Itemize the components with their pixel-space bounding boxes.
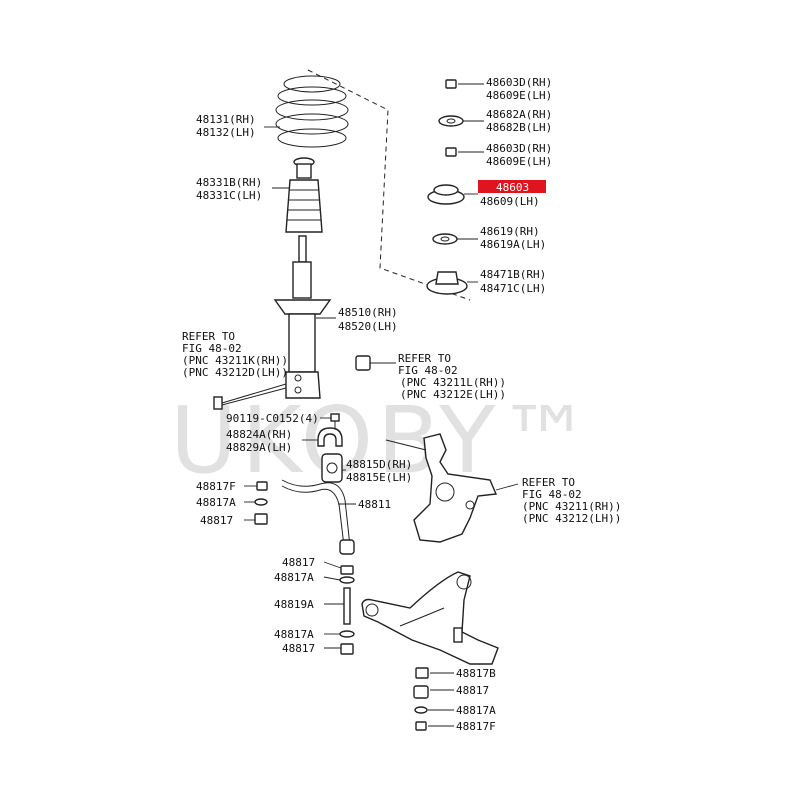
link-nuts-left bbox=[254, 481, 268, 525]
label-48619a-lh: 48619A(LH) bbox=[480, 238, 546, 251]
label-48331c-lh: 48331C(LH) bbox=[196, 189, 262, 202]
label-48331b-rh: 48331B(RH) bbox=[196, 176, 262, 189]
label-48815e-lh: 48815E(LH) bbox=[346, 471, 412, 484]
label-90119: 90119-C0152(4) bbox=[226, 412, 319, 425]
stabilizer-bar bbox=[281, 479, 355, 555]
label-48682a-rh: 48682A(RH) bbox=[486, 108, 552, 121]
label-48817a: 48817A bbox=[196, 496, 236, 509]
piston-rod bbox=[298, 235, 307, 263]
dust-boot bbox=[285, 157, 323, 233]
label-48609e-lh: 48609E(LH) bbox=[486, 89, 552, 102]
stabilizer-link bbox=[339, 565, 355, 655]
steering-knuckle bbox=[385, 433, 498, 543]
label-48817a-3: 48817A bbox=[274, 628, 314, 641]
highlight-box bbox=[478, 180, 546, 193]
label-48817b: 48817B bbox=[456, 667, 496, 680]
label-48829a-lh: 48829A(LH) bbox=[226, 441, 292, 454]
ref2-line3: (PNC 43211L(RH)) bbox=[400, 376, 506, 389]
label-48817a-4: 48817A bbox=[456, 704, 496, 717]
lower-control-arm bbox=[361, 571, 499, 665]
label-48817f: 48817F bbox=[196, 480, 236, 493]
ref3-line4: (PNC 43212(LH)) bbox=[522, 512, 621, 525]
ref3-line3: (PNC 43211(RH)) bbox=[522, 500, 621, 513]
ref3-line1: REFER TO bbox=[522, 476, 575, 489]
label-48817-3: 48817 bbox=[282, 642, 315, 655]
ref1-line4: (PNC 43212D(LH)) bbox=[182, 366, 288, 379]
label-48817-2: 48817 bbox=[282, 556, 315, 569]
shock-absorber bbox=[273, 261, 332, 399]
label-48609e-lh-2: 48609E(LH) bbox=[486, 155, 552, 168]
label-48520-lh: 48520(LH) bbox=[338, 320, 398, 333]
label-48619-rh: 48619(RH) bbox=[480, 225, 540, 238]
label-48132-lh: 48132(LH) bbox=[196, 126, 256, 139]
label-48817: 48817 bbox=[200, 514, 233, 527]
ref3-line2: FIG 48-02 bbox=[522, 488, 582, 501]
label-48824a-rh: 48824A(RH) bbox=[226, 428, 292, 441]
watermark: UKOBY™ bbox=[170, 387, 595, 494]
label-48471c-lh: 48471C(LH) bbox=[480, 282, 546, 295]
leader-lines bbox=[244, 83, 519, 727]
ref1-line1: REFER TO bbox=[182, 330, 235, 343]
label-48471b-rh: 48471B(RH) bbox=[480, 268, 546, 281]
label-48510-rh: 48510(RH) bbox=[338, 306, 398, 319]
coil-spring bbox=[275, 75, 349, 148]
label-48131-rh: 48131(RH) bbox=[196, 113, 256, 126]
ref2-line4: (PNC 43212E(LH)) bbox=[400, 388, 506, 401]
label-48603-highlight: 48603 bbox=[496, 181, 529, 194]
label-48603d-rh-2: 48603D(RH) bbox=[486, 142, 552, 155]
stabilizer-bushing bbox=[321, 453, 343, 483]
upper-mount-parts bbox=[426, 79, 468, 295]
label-48609-lh: 48609(LH) bbox=[480, 195, 540, 208]
strut-nut bbox=[355, 355, 371, 371]
label-48811: 48811 bbox=[358, 498, 391, 511]
label-48603d-rh: 48603D(RH) bbox=[486, 76, 552, 89]
label-48819a: 48819A bbox=[274, 598, 314, 611]
label-48817a-2: 48817A bbox=[274, 571, 314, 584]
ball-joint-nuts bbox=[413, 667, 429, 731]
label-48817-4: 48817 bbox=[456, 684, 489, 697]
stabilizer-bracket bbox=[317, 427, 343, 447]
ref1-line3: (PNC 43211K(RH)) bbox=[182, 354, 288, 367]
label-48815d-rh: 48815D(RH) bbox=[346, 458, 412, 471]
ref2-line2: FIG 48-02 bbox=[398, 364, 458, 377]
strut-bolt bbox=[213, 383, 287, 410]
ref1-line2: FIG 48-02 bbox=[182, 342, 242, 355]
label-48817f-2: 48817F bbox=[456, 720, 496, 733]
ref2-line1: REFER TO bbox=[398, 352, 451, 365]
label-48682b-lh: 48682B(LH) bbox=[486, 121, 552, 134]
